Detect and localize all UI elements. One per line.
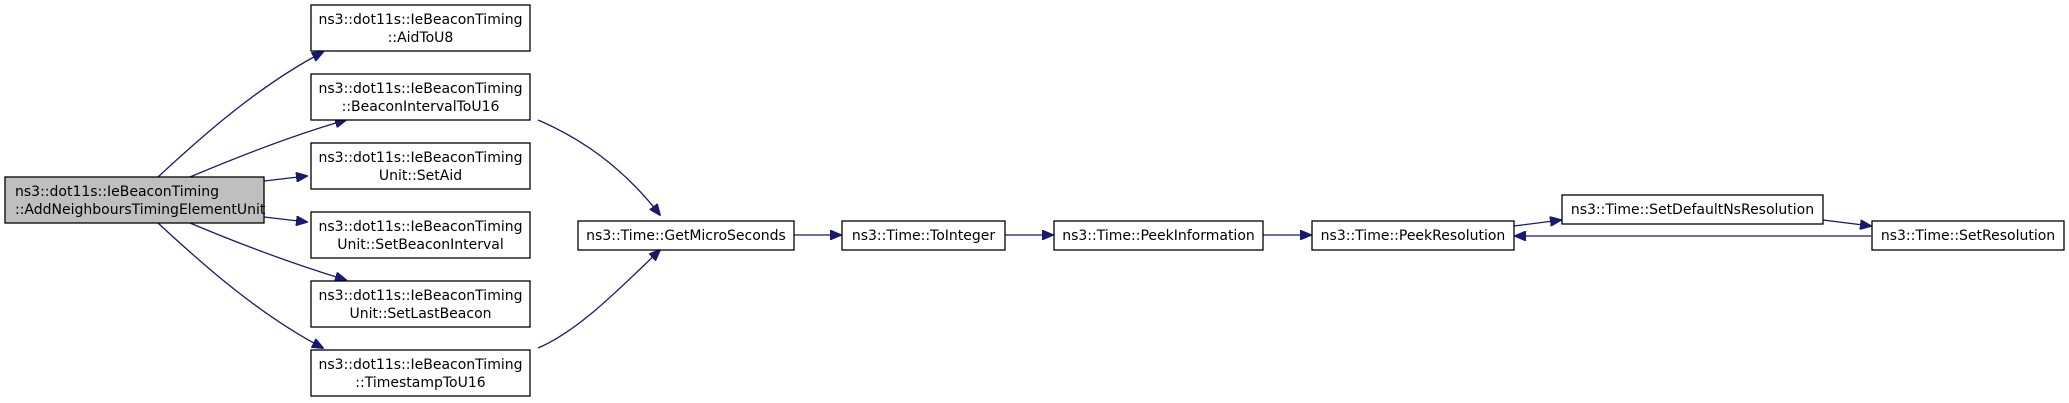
edge-beacon-interval-to-u16-to-get-micro-seconds <box>537 119 660 215</box>
edge-set-default-ns-resolution-to-set-resolution <box>1822 219 1871 226</box>
node-label-line: ns3::dot11s::IeBeaconTiming <box>15 184 219 200</box>
node-add-neighbours-timing-element-unit[interactable]: ns3::dot11s::IeBeaconTiming ::AddNeighbo… <box>4 176 266 224</box>
node-set-default-ns-resolution[interactable]: ns3::Time::SetDefaultNsResolution <box>1561 194 1824 225</box>
edge-timestamp-to-u16-to-get-micro-seconds <box>537 250 660 349</box>
node-peek-resolution[interactable]: ns3::Time::PeekResolution <box>1311 220 1515 251</box>
node-label-line: Unit::SetBeaconInterval <box>337 237 503 253</box>
edge-add-neighbours-to-timestamp-to-u16 <box>157 222 323 348</box>
node-label-line: ns3::dot11s::IeBeaconTiming <box>319 81 523 97</box>
node-label-line: ns3::Time::PeekInformation <box>1062 228 1255 244</box>
node-label-line: ns3::Time::ToInteger <box>852 228 996 244</box>
node-aid-to-u8[interactable]: ns3::dot11s::IeBeaconTiming ::AidToU8 <box>310 4 531 52</box>
node-label-line: ::BeaconIntervalToU16 <box>342 99 500 115</box>
node-to-integer[interactable]: ns3::Time::ToInteger <box>841 220 1006 251</box>
node-timestamp-to-u16[interactable]: ns3::dot11s::IeBeaconTiming ::TimestampT… <box>310 349 531 397</box>
node-label-line: ns3::dot11s::IeBeaconTiming <box>319 12 523 28</box>
node-unit-set-beacon-interval[interactable]: ns3::dot11s::IeBeaconTiming Unit::SetBea… <box>310 211 531 259</box>
node-label-line: ns3::Time::PeekResolution <box>1321 228 1506 244</box>
node-get-micro-seconds[interactable]: ns3::Time::GetMicroSeconds <box>577 220 795 251</box>
edge-add-neighbours-to-unit-set-last-beacon <box>189 222 346 280</box>
node-label-line: ns3::dot11s::IeBeaconTiming <box>319 357 523 373</box>
edge-peek-resolution-to-set-default-ns-resolution <box>1513 220 1561 227</box>
edge-add-neighbours-to-unit-set-aid <box>263 176 307 181</box>
edge-add-neighbours-to-beacon-interval-to-u16 <box>189 120 346 178</box>
edge-add-neighbours-to-aid-to-u8 <box>157 52 323 178</box>
node-label-line: ns3::dot11s::IeBeaconTiming <box>319 288 523 304</box>
node-label-line: Unit::SetLastBeacon <box>349 306 491 322</box>
node-label-line: ns3::dot11s::IeBeaconTiming <box>319 150 523 166</box>
node-label-line: ::AddNeighboursTimingElementUnit <box>15 202 266 218</box>
node-label-line: ns3::Time::SetDefaultNsResolution <box>1571 202 1814 218</box>
node-label-line: ::AidToU8 <box>388 30 454 46</box>
node-label-line: ns3::Time::SetResolution <box>1881 228 2055 244</box>
node-unit-set-aid[interactable]: ns3::dot11s::IeBeaconTiming Unit::SetAid <box>310 142 531 190</box>
node-label-line: Unit::SetAid <box>379 168 462 184</box>
node-beacon-interval-to-u16[interactable]: ns3::dot11s::IeBeaconTiming ::BeaconInte… <box>310 73 531 121</box>
node-label-line: ns3::Time::GetMicroSeconds <box>586 228 786 244</box>
node-unit-set-last-beacon[interactable]: ns3::dot11s::IeBeaconTiming Unit::SetLas… <box>310 280 531 328</box>
node-set-resolution[interactable]: ns3::Time::SetResolution <box>1871 220 2065 251</box>
edge-add-neighbours-to-unit-set-beacon-interval <box>263 217 307 222</box>
node-peek-information[interactable]: ns3::Time::PeekInformation <box>1053 220 1264 251</box>
node-label-line: ns3::dot11s::IeBeaconTiming <box>319 219 523 235</box>
node-label-line: ::TimestampToU16 <box>355 375 485 391</box>
